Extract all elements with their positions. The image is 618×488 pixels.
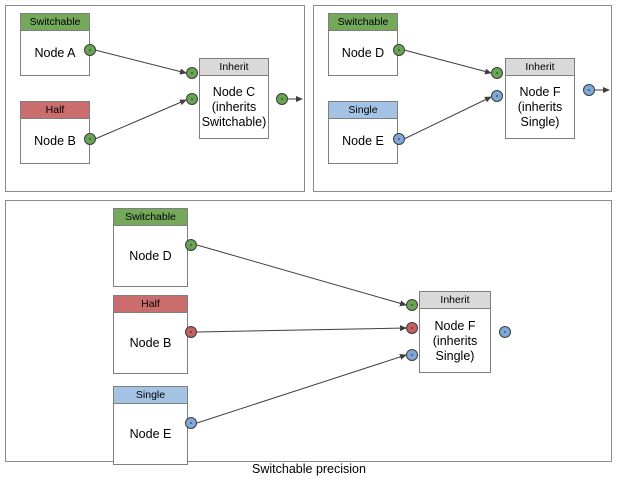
node-f2[interactable]: Inherit Node F (inherits Single) xyxy=(419,291,491,373)
node-e-header: Single xyxy=(329,102,397,119)
node-c-body: Node C (inherits Switchable) xyxy=(201,85,267,129)
node-b-output-port[interactable] xyxy=(84,133,96,145)
node-e2[interactable]: Single Node E xyxy=(113,386,188,465)
node-e[interactable]: Single Node E xyxy=(328,101,398,164)
node-b2-output-port[interactable] xyxy=(185,326,197,338)
node-e2-output-port[interactable] xyxy=(185,417,197,429)
node-e-output-port[interactable] xyxy=(393,133,405,145)
node-f2-output-port[interactable] xyxy=(499,326,511,338)
node-b2-header: Half xyxy=(114,296,187,313)
node-f-input-port-blue[interactable] xyxy=(491,90,503,102)
node-a-body: Node A xyxy=(34,46,76,60)
node-a-output-port[interactable] xyxy=(84,44,96,56)
node-c-output-port[interactable] xyxy=(276,93,288,105)
node-b[interactable]: Half Node B xyxy=(20,101,90,164)
node-d2-body: Node D xyxy=(129,249,172,263)
diagram-caption: Switchable precision xyxy=(252,462,366,476)
node-f2-input-port-blue[interactable] xyxy=(406,349,418,361)
node-b2-body: Node B xyxy=(129,336,172,350)
panel-bottom xyxy=(5,200,612,462)
node-e-body: Node E xyxy=(342,134,384,148)
node-f-body: Node F (inherits Single) xyxy=(517,85,563,129)
node-d-body: Node D xyxy=(341,46,385,60)
node-f2-header: Inherit xyxy=(420,292,490,309)
node-e2-header: Single xyxy=(114,387,187,404)
node-a[interactable]: Switchable Node A xyxy=(20,13,90,76)
node-f2-input-port-red[interactable] xyxy=(406,322,418,334)
node-d-header: Switchable xyxy=(329,14,397,31)
node-e2-body: Node E xyxy=(129,427,172,441)
node-f-header: Inherit xyxy=(506,59,574,76)
node-c-input-port-2[interactable] xyxy=(186,93,198,105)
node-f2-input-port-green[interactable] xyxy=(406,299,418,311)
node-d[interactable]: Switchable Node D xyxy=(328,13,398,76)
node-b-header: Half xyxy=(21,102,89,119)
node-a-header: Switchable xyxy=(21,14,89,31)
node-d-output-port[interactable] xyxy=(393,44,405,56)
node-f[interactable]: Inherit Node F (inherits Single) xyxy=(505,58,575,139)
node-c[interactable]: Inherit Node C (inherits Switchable) xyxy=(199,58,269,139)
node-c-header: Inherit xyxy=(200,59,268,76)
node-d2[interactable]: Switchable Node D xyxy=(113,208,188,287)
node-d2-output-port[interactable] xyxy=(185,239,197,251)
node-c-input-port-1[interactable] xyxy=(186,67,198,79)
node-d2-header: Switchable xyxy=(114,209,187,226)
node-f-output-port[interactable] xyxy=(583,84,595,96)
node-b-body: Node B xyxy=(34,134,76,148)
node-f-input-port-green[interactable] xyxy=(491,67,503,79)
node-b2[interactable]: Half Node B xyxy=(113,295,188,374)
node-f2-body: Node F (inherits Single) xyxy=(432,318,478,363)
